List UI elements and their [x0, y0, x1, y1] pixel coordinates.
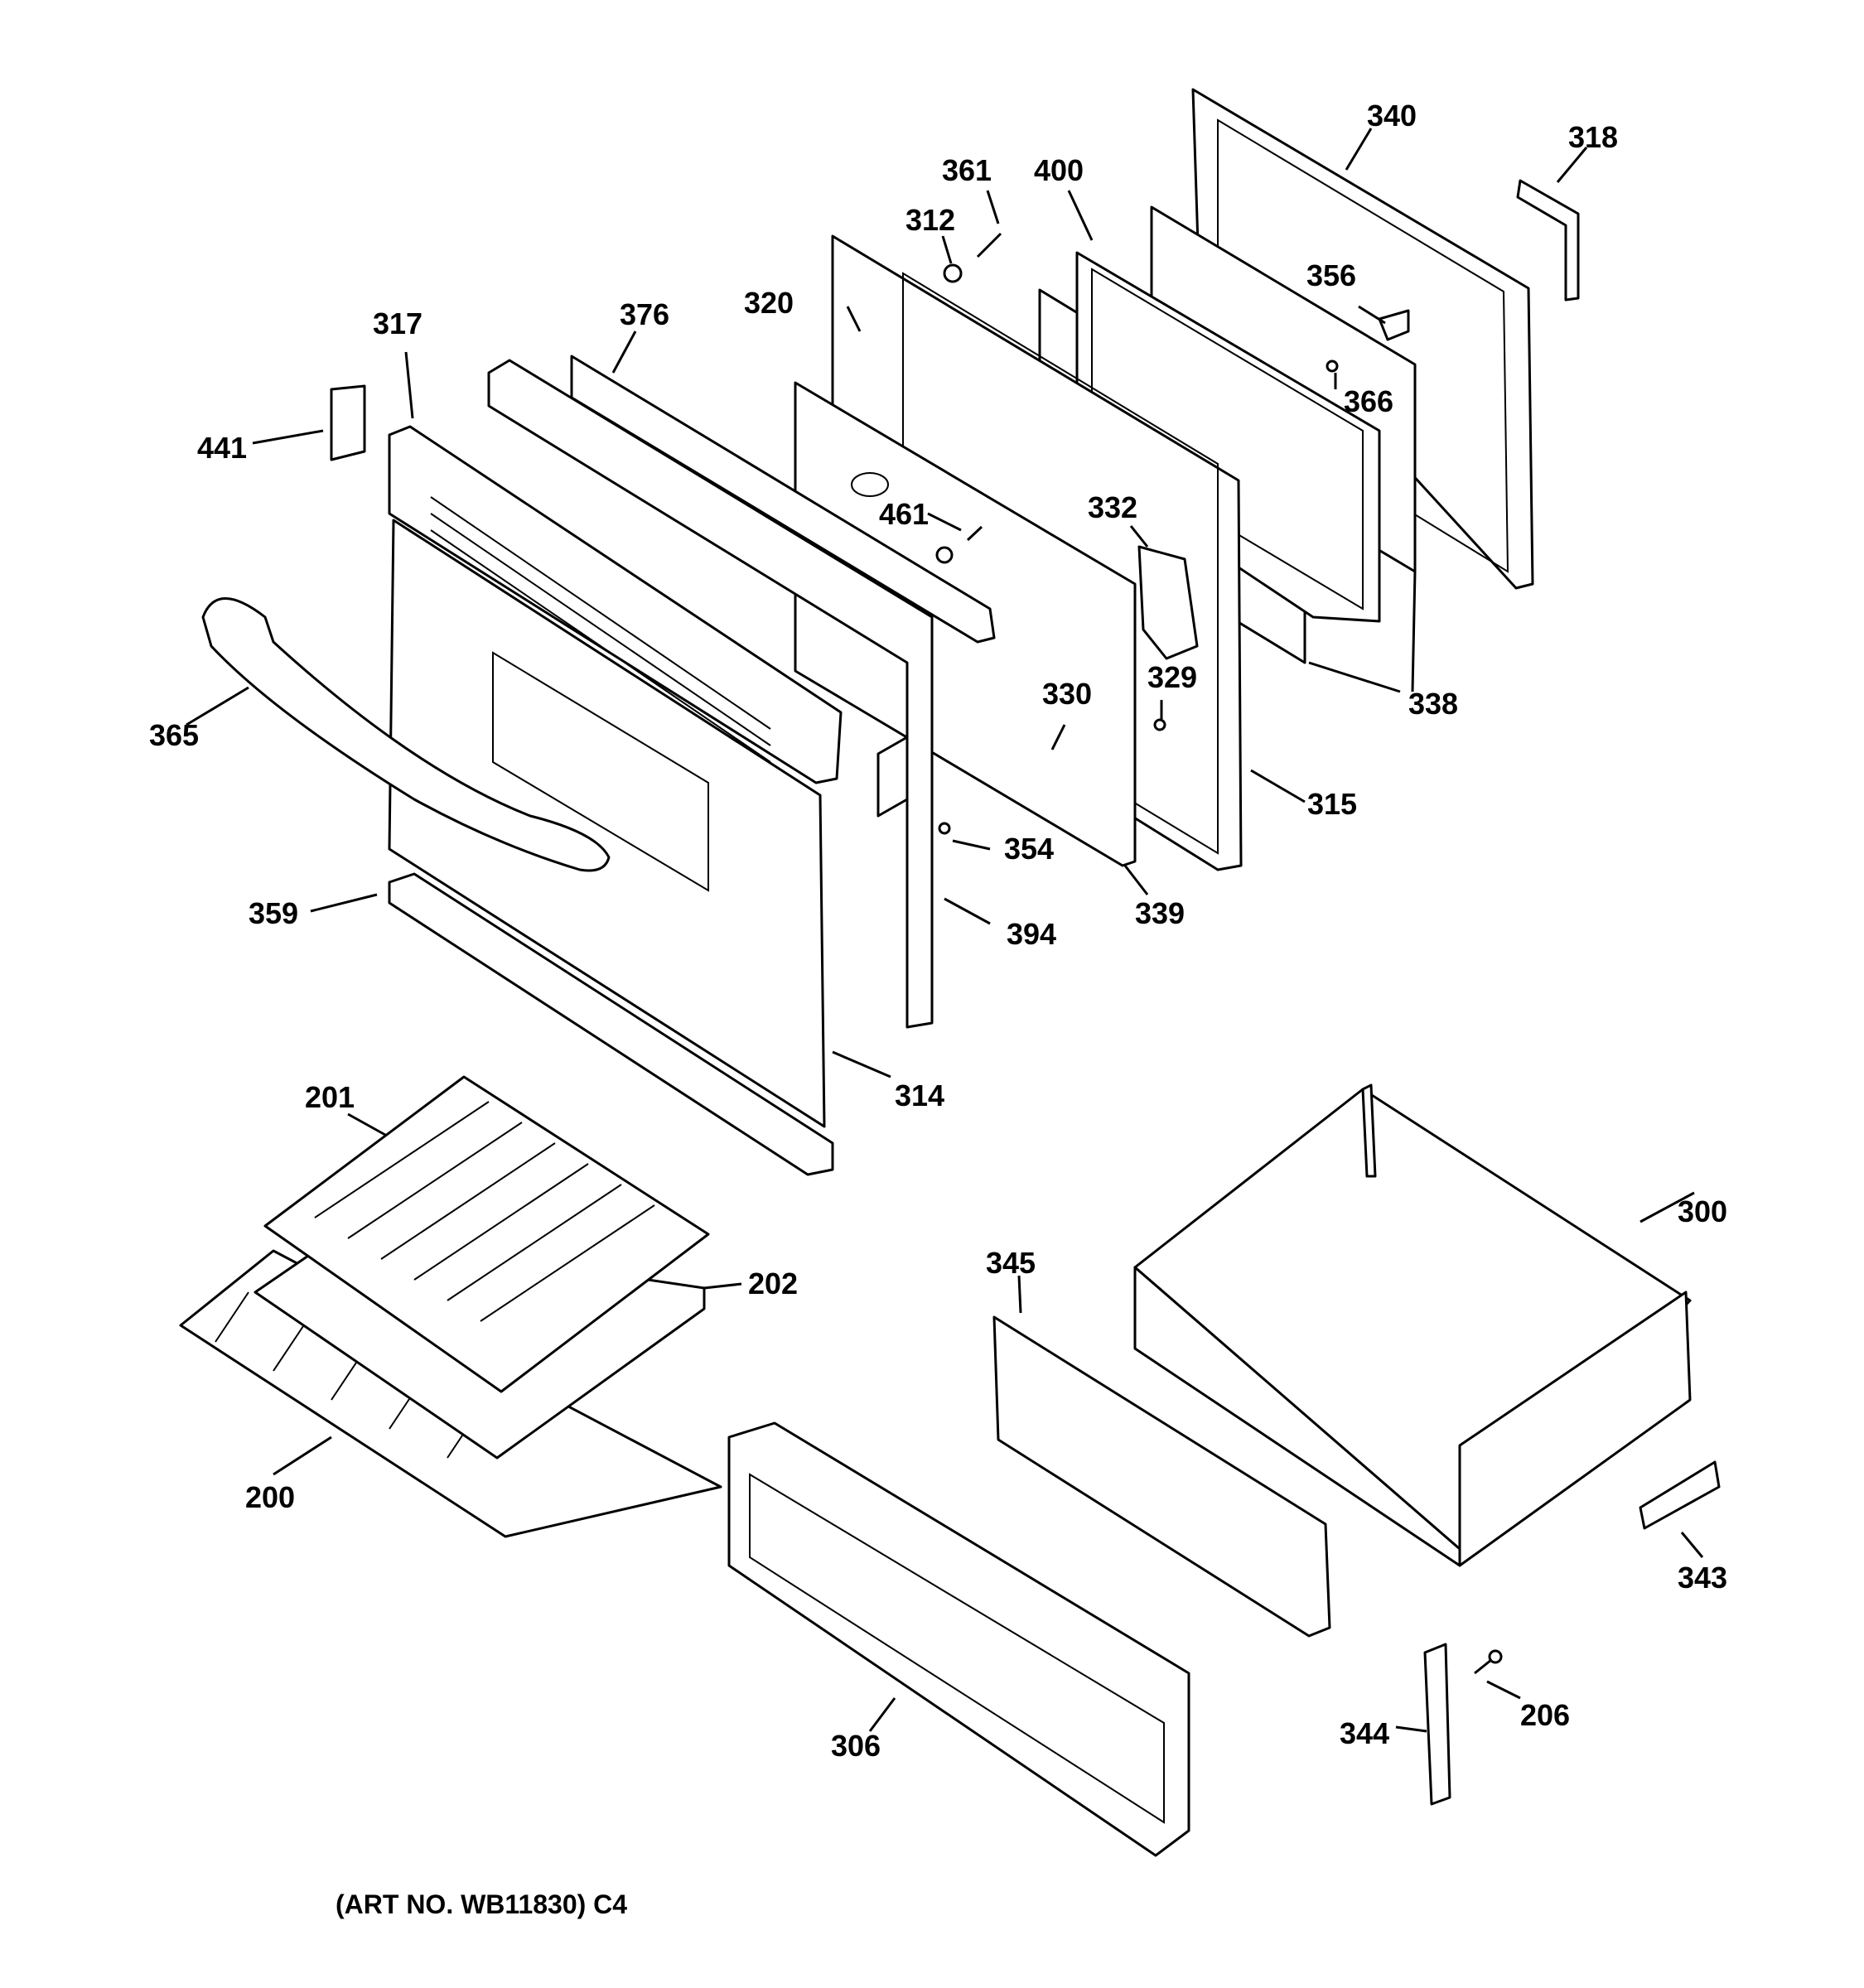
part-312-nut [943, 263, 963, 283]
label-202: 202 [748, 1267, 798, 1300]
label-394: 394 [1007, 917, 1056, 951]
part-329-screw [1153, 718, 1166, 731]
label-201: 201 [305, 1080, 355, 1114]
leader-lines [186, 128, 1704, 1733]
part-359-bottom-trim [388, 872, 834, 1176]
label-365: 365 [149, 718, 199, 752]
label-330: 330 [1042, 677, 1092, 711]
part-354-screw [938, 822, 951, 835]
part-344-bracket [1423, 1643, 1451, 1806]
label-332: 332 [1088, 490, 1137, 524]
label-312: 312 [905, 203, 955, 237]
part-201-broiler-grid [263, 1075, 710, 1393]
part-318-gasket [1516, 179, 1580, 302]
part-labels: 340 318 361 400 312 356 320 376 317 366 … [149, 99, 1727, 1763]
part-345-drawer-panel [992, 1315, 1331, 1638]
label-345: 345 [986, 1246, 1036, 1280]
label-343: 343 [1678, 1561, 1727, 1595]
label-344: 344 [1340, 1716, 1389, 1750]
label-400: 400 [1034, 153, 1084, 187]
label-356: 356 [1306, 258, 1356, 292]
part-hinge [876, 736, 909, 818]
part-461-screw [935, 525, 983, 564]
label-200: 200 [245, 1480, 295, 1514]
label-354: 354 [1004, 832, 1054, 866]
part-306-drawer-front [727, 1421, 1190, 1857]
label-441: 441 [197, 431, 247, 465]
part-206-screw [1474, 1649, 1503, 1675]
art-number-caption: (ART NO. WB11830) C4 [336, 1889, 627, 1919]
label-317: 317 [373, 306, 423, 340]
label-340: 340 [1367, 99, 1417, 133]
part-300-drawer-box [1133, 1083, 1692, 1567]
label-376: 376 [620, 297, 669, 331]
part-343-slide [1639, 1460, 1721, 1530]
part-361-screw [976, 232, 1002, 258]
label-329: 329 [1147, 660, 1197, 694]
label-338: 338 [1408, 687, 1458, 721]
label-361: 361 [942, 153, 992, 187]
label-366: 366 [1344, 384, 1393, 418]
part-317-vent-trim [388, 425, 843, 784]
part-366-screw [1326, 359, 1339, 373]
part-365-door-handle [201, 597, 611, 872]
label-306: 306 [831, 1729, 881, 1763]
label-318: 318 [1568, 120, 1618, 154]
part-356-hinge-bracket [1378, 309, 1410, 341]
part-441-bracket [330, 384, 366, 461]
part-332-insulation [1137, 545, 1199, 660]
label-206: 206 [1520, 1698, 1570, 1732]
label-339: 339 [1135, 896, 1185, 930]
label-359: 359 [249, 896, 298, 930]
label-314: 314 [895, 1078, 944, 1112]
label-315: 315 [1307, 787, 1357, 821]
label-461: 461 [879, 497, 929, 531]
label-320: 320 [744, 286, 794, 320]
label-300: 300 [1678, 1194, 1727, 1228]
part-376-top-channel [570, 355, 996, 644]
part-394-side-frame [487, 359, 934, 1029]
